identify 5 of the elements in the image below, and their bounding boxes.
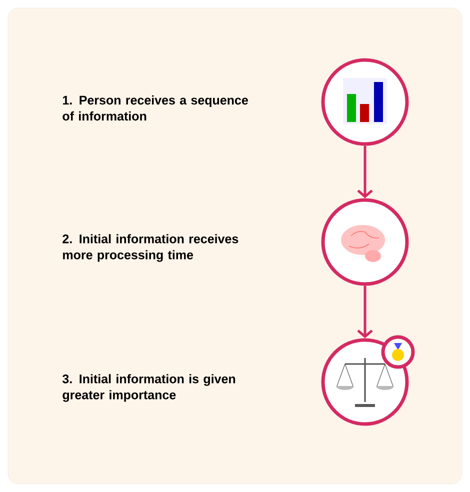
step-text: 3. Initial information is given greater importance (62, 374, 236, 402)
arrow (357, 146, 373, 198)
arrow (357, 286, 373, 338)
step-text: 2. Initial information receives more processing time (62, 234, 238, 262)
step-text: 1. Person receives a sequence of information (62, 95, 248, 121)
